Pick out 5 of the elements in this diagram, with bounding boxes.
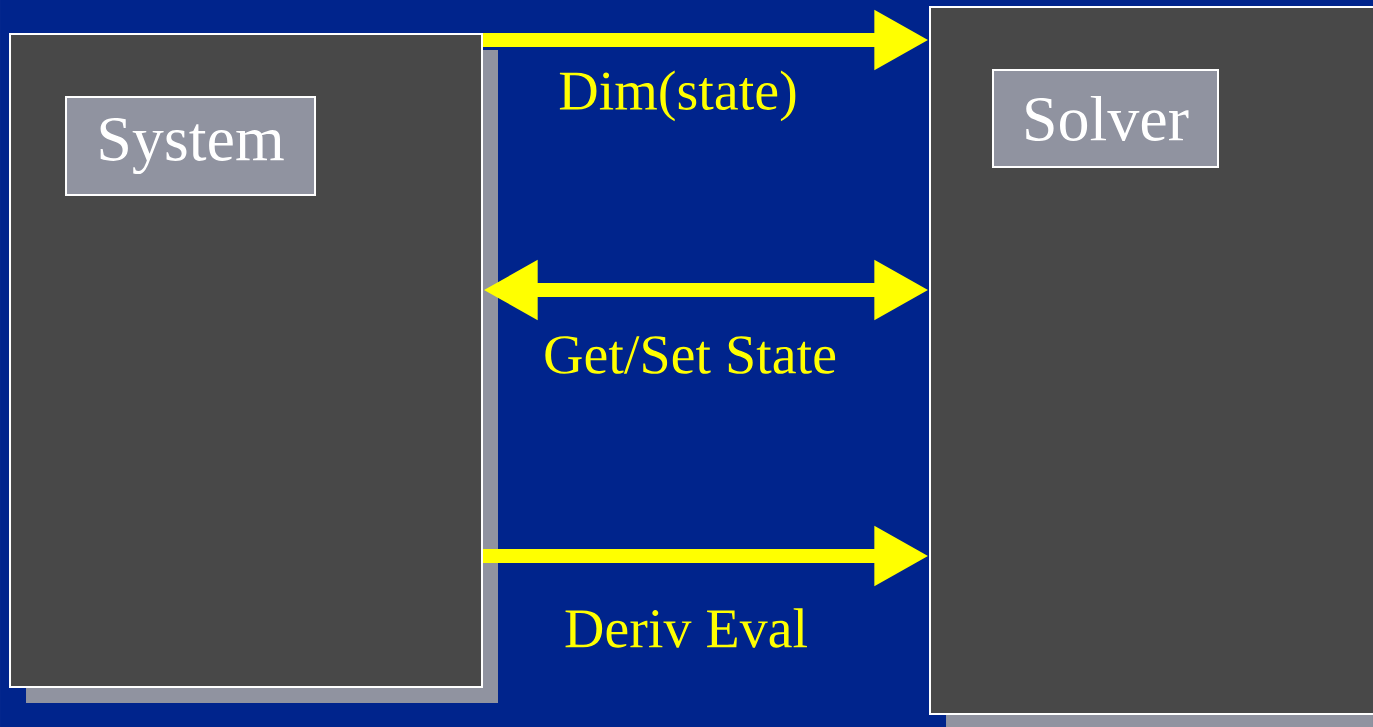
title-box: System (65, 96, 316, 196)
edge-label: Get/Set State (545, 336, 836, 374)
title-box: Solver (992, 69, 1219, 168)
edge-label: Dim(state) (559, 70, 796, 122)
edge-label: Deriv Eval (565, 608, 807, 648)
